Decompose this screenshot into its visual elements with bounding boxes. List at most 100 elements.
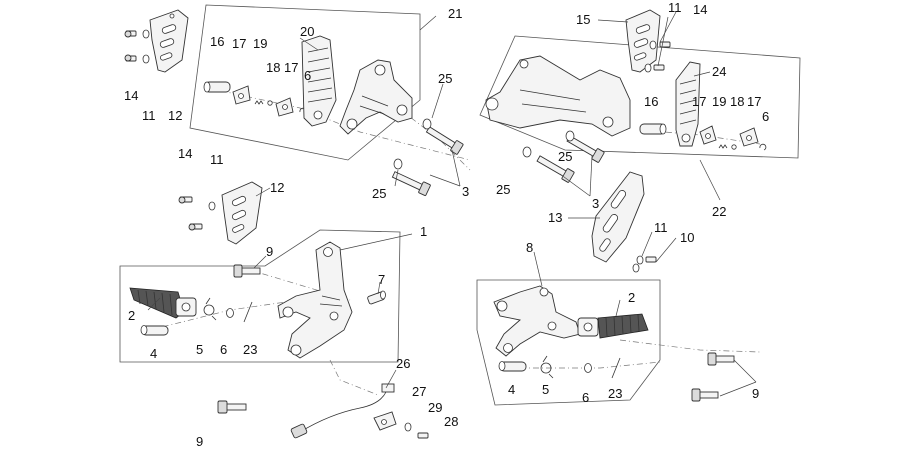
- callout-4: 4: [508, 382, 515, 397]
- callout-6: 6: [582, 390, 589, 405]
- callout-12: 12: [270, 180, 284, 195]
- callout-23: 23: [608, 386, 622, 401]
- pin-23-right: [611, 357, 621, 379]
- callout-11: 11: [654, 220, 668, 235]
- washer-25-d: [565, 130, 575, 142]
- washer-6-right: [584, 363, 592, 373]
- heel-guard-top-right: [625, 9, 671, 73]
- callout-24: 24: [712, 64, 726, 79]
- bracket-1: [277, 241, 353, 359]
- callout-16: 16: [210, 34, 224, 49]
- callout-11: 11: [142, 108, 156, 123]
- washer-25-b: [393, 158, 403, 170]
- callout-4: 4: [150, 346, 157, 361]
- callout-16: 16: [644, 94, 658, 109]
- callout-1: 1: [420, 224, 427, 239]
- footpeg-2-left: [129, 287, 197, 319]
- bolts-3-right: [522, 130, 605, 183]
- ball-18-right: [731, 144, 737, 150]
- pin-4-right: [498, 361, 527, 372]
- plate-17-right-b: [739, 127, 759, 147]
- callout-17: 17: [747, 94, 761, 109]
- bracket-21-right: [485, 55, 631, 137]
- pin-4-left: [140, 325, 169, 336]
- frame-rider-footrest-right: [479, 35, 801, 159]
- callout-25: 25: [372, 186, 386, 201]
- plate-17-left: [232, 85, 251, 105]
- callout-20: 20: [300, 24, 314, 39]
- screw-28: [417, 432, 429, 439]
- callout-13: 13: [548, 210, 562, 225]
- callout-10: 10: [680, 230, 694, 245]
- spring-5-right: [540, 355, 554, 379]
- callout-3: 3: [592, 196, 599, 211]
- spring-19-left: [254, 100, 264, 105]
- leader-lines: [147, 11, 757, 397]
- spring-19-right: [718, 144, 728, 149]
- callout-11: 11: [210, 152, 224, 167]
- plate-17-left-b: [275, 97, 294, 117]
- callout-28: 28: [444, 414, 458, 429]
- callout-27: 27: [412, 384, 426, 399]
- washer-25-c: [522, 146, 532, 158]
- pin-16-right: [639, 123, 667, 135]
- callout-17: 17: [692, 94, 706, 109]
- bolt-9-bottom-left: [217, 400, 247, 414]
- washer-29: [404, 422, 412, 432]
- callout-17: 17: [284, 60, 298, 75]
- pin-23-left: [243, 301, 253, 323]
- callout-17: 17: [232, 36, 246, 51]
- rider-footrest-left: [203, 35, 413, 135]
- pin-16-left: [203, 81, 231, 93]
- callout-5: 5: [196, 342, 203, 357]
- callout-9: 9: [752, 386, 759, 401]
- bolt-14-top: [124, 30, 137, 62]
- passenger-footrest-right: [493, 285, 735, 402]
- callout-8: 8: [526, 240, 533, 255]
- callout-23: 23: [243, 342, 257, 357]
- bolts-9-right: [691, 352, 735, 402]
- callout-3: 3: [462, 184, 469, 199]
- frame-rider-footrest-left: [189, 4, 421, 161]
- callout-18: 18: [266, 60, 280, 75]
- callout-18: 18: [730, 94, 744, 109]
- callout-21: 21: [448, 6, 462, 21]
- callout-2: 2: [628, 290, 635, 305]
- rider-footrest-right: [485, 55, 767, 151]
- heel-guard-mid-right: [591, 171, 657, 273]
- frame-passenger-right: [476, 279, 661, 406]
- callout-14: 14: [693, 2, 707, 17]
- callout-11: 11: [668, 0, 682, 15]
- passenger-footrest-left: [129, 241, 386, 359]
- washer-25-a: [422, 118, 432, 130]
- pin-7: [367, 290, 386, 305]
- callout-6: 6: [762, 109, 769, 124]
- frame-passenger-left: [119, 229, 401, 363]
- sidestand-switch: [290, 383, 429, 439]
- assembly-frames: [119, 4, 801, 406]
- callout-9: 9: [196, 434, 203, 449]
- spring-5-left: [203, 297, 217, 321]
- heel-guard-top-left: [124, 9, 189, 73]
- callout-12: 12: [168, 108, 182, 123]
- callout-9: 9: [266, 244, 273, 259]
- callout-labels: 21 20 16 17 19 18 17 6 25 14 11 12 1 5 11…: [124, 0, 769, 449]
- callout-19: 19: [712, 94, 726, 109]
- callout-6: 6: [220, 342, 227, 357]
- washer-6-left: [226, 308, 234, 318]
- callout-19: 19: [253, 36, 267, 51]
- plate-17-right-a: [699, 125, 717, 145]
- bolts-3-left: [391, 118, 464, 197]
- callout-25: 25: [558, 149, 572, 164]
- clip-6-right: [759, 143, 767, 151]
- heel-guard-mid-left: [178, 181, 263, 245]
- callout-26: 26: [396, 356, 410, 371]
- callout-7: 7: [378, 272, 385, 287]
- callout-14: 14: [124, 88, 138, 103]
- washer-11-top: [142, 29, 150, 64]
- callout-14: 14: [178, 146, 192, 161]
- bracket-21-left: [339, 59, 413, 135]
- bolt-9-top-left: [233, 264, 261, 278]
